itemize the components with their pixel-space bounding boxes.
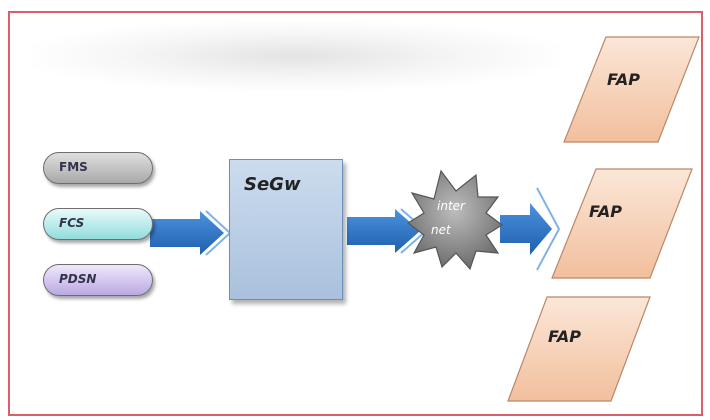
internet-cloud-icon <box>406 169 504 271</box>
arrow-segw-to-internet <box>347 208 428 254</box>
internet-label-line2: net <box>431 223 451 237</box>
arrow-internet-to-fap <box>500 187 561 271</box>
connector-layer <box>150 36 700 402</box>
pdsn-label: PDSN <box>59 272 97 286</box>
fms-node: FMS <box>43 152 153 184</box>
pdsn-node: PDSN <box>43 264 153 296</box>
fap-box-3 <box>507 296 651 402</box>
arrow-sources-to-segw <box>150 210 232 256</box>
fap-box-2 <box>551 168 693 279</box>
internet-label-line1: inter <box>437 199 465 213</box>
segw-node: SeGw <box>229 159 343 300</box>
fap-label-1: FAP <box>607 70 640 89</box>
fcs-label: FCS <box>59 216 85 230</box>
fms-label: FMS <box>59 160 88 174</box>
fap-box-1 <box>563 36 700 143</box>
fap-label-3: FAP <box>548 327 581 346</box>
fcs-node: FCS <box>43 208 153 240</box>
segw-label: SeGw <box>244 174 301 195</box>
diagram-frame: FMS FCS PDSN SeGw inter net FAP FAP FAP <box>8 11 703 416</box>
fap-label-2: FAP <box>589 202 622 221</box>
